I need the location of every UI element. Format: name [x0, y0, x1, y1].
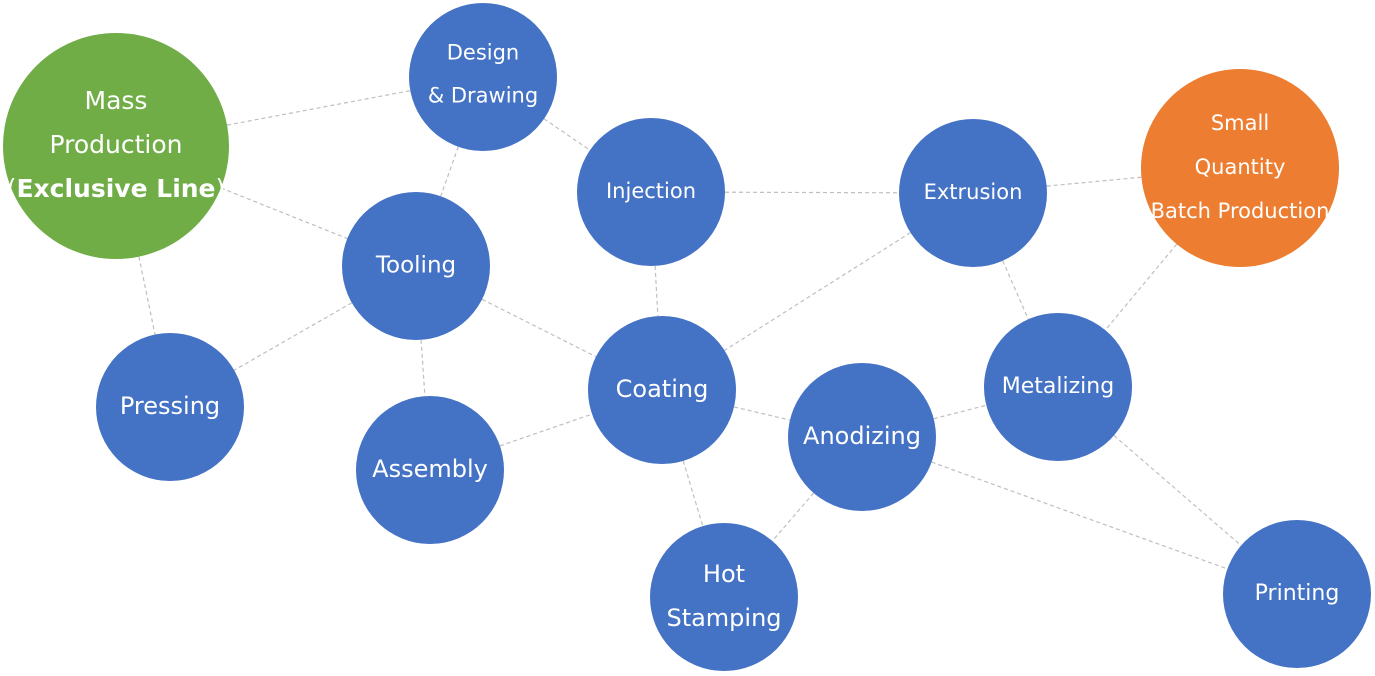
node-circle — [577, 118, 725, 266]
node-label-line: Injection — [606, 179, 696, 203]
connector-lines — [138, 90, 1242, 570]
node-pressing: Pressing — [96, 333, 244, 481]
node-label-part: Exclusive Line — [16, 174, 215, 203]
node-circle — [342, 192, 490, 340]
edge-tooling-pressing — [233, 302, 353, 371]
edge-mass-production-tooling — [220, 187, 348, 240]
edge-small-quantity-metalizing — [1104, 243, 1178, 331]
node-circle — [3, 33, 229, 259]
edge-extrusion-metalizing — [1002, 260, 1029, 320]
edge-tooling-coating — [481, 298, 597, 358]
node-injection: Injection — [577, 118, 725, 266]
edge-coating-anodizing — [733, 406, 791, 421]
node-label-line: Metalizing — [1002, 374, 1114, 399]
node-label-part: ( — [7, 174, 17, 203]
node-coating: Coating — [588, 316, 736, 464]
edge-extrusion-coating — [724, 232, 911, 351]
edge-tooling-assembly — [420, 339, 426, 397]
edge-design-drawing-injection — [543, 118, 591, 151]
edge-assembly-coating — [499, 413, 593, 447]
edge-injection-coating — [654, 265, 659, 317]
node-label-line: Extrusion — [924, 180, 1023, 204]
node-circle — [356, 396, 504, 544]
node-label-line: Mass — [85, 86, 148, 115]
edge-metalizing-printing — [1113, 434, 1242, 547]
node-assembly: Assembly — [356, 396, 504, 544]
node-design-drawing: Design & Drawing — [409, 3, 557, 151]
edge-mass-production-design-drawing — [226, 90, 411, 126]
node-circle — [899, 119, 1047, 267]
node-anodizing: Anodizing — [788, 363, 936, 511]
node-circle — [984, 313, 1132, 461]
node-label-line: Design — [447, 41, 520, 65]
edge-coating-hot-stamping — [682, 460, 704, 527]
node-label-line: Printing — [1255, 581, 1340, 606]
node-circle — [1223, 520, 1371, 668]
node-circle — [1141, 69, 1339, 267]
node-circle — [588, 316, 736, 464]
node-label-line: Hot — [703, 560, 745, 588]
node-label-line: Production — [49, 130, 182, 159]
node-label-line: Anodizing — [803, 422, 921, 450]
node-circle — [409, 3, 557, 151]
edge-injection-extrusion — [724, 191, 900, 194]
node-label-line: Assembly — [372, 455, 488, 483]
node-extrusion: Extrusion — [899, 119, 1047, 267]
edge-anodizing-metalizing — [933, 404, 987, 420]
edge-extrusion-small-quantity — [1046, 176, 1142, 187]
edge-design-drawing-tooling — [440, 146, 459, 197]
node-circle — [96, 333, 244, 481]
node-label-line: Quantity — [1195, 155, 1286, 179]
node-tooling: Tooling — [342, 192, 490, 340]
node-label-line: Pressing — [120, 392, 220, 420]
node-printing: Printing — [1223, 520, 1371, 668]
edge-anodizing-hot-stamping — [771, 492, 815, 542]
node-metalizing: Metalizing — [984, 313, 1132, 461]
edge-anodizing-printing — [931, 461, 1228, 570]
node-label-line: & Drawing — [428, 84, 538, 108]
node-label-line: Tooling — [375, 253, 456, 279]
edge-mass-production-pressing — [138, 256, 156, 335]
node-label-line: Batch Production — [1151, 199, 1330, 223]
node-label-part: ) — [216, 174, 226, 203]
node-circle — [788, 363, 936, 511]
node-label-line: Stamping — [666, 604, 781, 632]
node-circle — [650, 523, 798, 671]
node-label-line: Small — [1211, 111, 1269, 135]
node-label-line: Coating — [616, 375, 709, 403]
node-label-line: (Exclusive Line) — [7, 174, 226, 203]
